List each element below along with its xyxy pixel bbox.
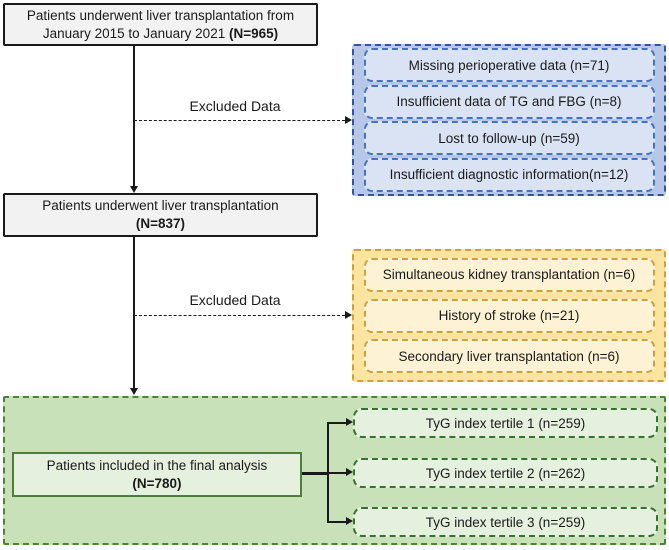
exclusion-item: Secondary liver transplantation (n=6) [363, 339, 655, 374]
arrow-initial-to-second-line [133, 46, 135, 187]
arrow-right-head-icon [346, 468, 353, 476]
second-line1: Patients underwent liver transplantation [42, 198, 279, 213]
final-line1: Patients included in the final analysis [46, 457, 268, 473]
exclusion-item: Missing perioperative data (n=71) [363, 48, 655, 83]
second-count: (N=837) [135, 216, 186, 231]
exclusion-item: History of stroke (n=21) [363, 298, 655, 333]
dashed-arrow-excluded-1-line [134, 120, 345, 121]
branch-vertical-line [327, 422, 329, 523]
box-final-analysis-text: Patients included in the final analysis … [47, 457, 268, 493]
branch-line-tertile3 [328, 521, 346, 523]
initial-line2: January 2015 to January 2021 [42, 25, 226, 41]
tertile-box-2: TyG index tertile 2 (n=262) [353, 458, 658, 488]
excluded-data-label-1: Excluded Data [189, 98, 281, 114]
dashed-arrow-excluded-2-line [134, 315, 345, 316]
box-second-cohort-text: Patients underwent liver transplantation… [42, 197, 278, 233]
final-count: (N=780) [132, 475, 182, 491]
exclusion-group-2: Simultaneous kidney transplantation (n=6… [352, 249, 666, 382]
branch-line-tertile1 [328, 422, 346, 424]
tertile-box-3: TyG index tertile 3 (n=259) [353, 507, 658, 537]
tertile-box-1: TyG index tertile 1 (n=259) [353, 408, 658, 438]
arrow-right-head-icon [345, 311, 352, 319]
exclusion-item: Insufficient data of TG and FBG (n=8) [363, 84, 655, 119]
arrow-right-head-icon [345, 116, 352, 124]
box-final-analysis: Patients included in the final analysis … [12, 452, 302, 497]
branch-main-line [302, 472, 329, 475]
box-initial-cohort-text: Patients underwent liver transplantation… [27, 7, 294, 43]
exclusion-item: Lost to follow-up (n=59) [363, 121, 655, 156]
exclusion-item: Insufficient diagnostic information(n=12… [363, 157, 655, 192]
exclusion-item: Simultaneous kidney transplantation (n=6… [363, 257, 655, 292]
arrow-down-head-icon [129, 186, 138, 193]
arrow-second-to-final-line [133, 237, 135, 389]
arrow-right-head-icon [346, 517, 353, 525]
arrow-down-head-icon [129, 388, 138, 395]
exclusion-group-1: Missing perioperative data (n=71) Insuff… [352, 44, 666, 196]
branch-line-tertile2 [328, 472, 346, 474]
arrow-right-head-icon [346, 418, 353, 426]
initial-count: (N=965) [228, 25, 279, 41]
excluded-data-label-2: Excluded Data [189, 292, 281, 308]
box-initial-cohort: Patients underwent liver transplantation… [3, 3, 318, 46]
box-second-cohort: Patients underwent liver transplantation… [3, 193, 318, 237]
initial-line1: Patients underwent liver transplantation… [26, 7, 295, 23]
